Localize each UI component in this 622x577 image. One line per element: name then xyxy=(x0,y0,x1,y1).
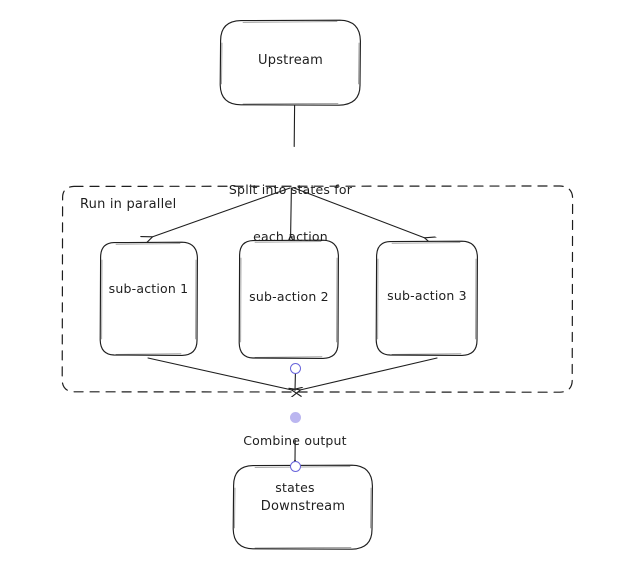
binding-point-combine-icon[interactable] xyxy=(290,363,301,374)
edge-split-to-sub-action-2 xyxy=(291,187,292,236)
binding-point-label-icon[interactable] xyxy=(290,412,301,423)
binding-point-downstream-icon[interactable] xyxy=(290,461,301,472)
node-sub-action-3[interactable] xyxy=(375,240,478,356)
node-upstream[interactable] xyxy=(219,19,361,106)
edge-sub-action-3-to-combine xyxy=(300,357,438,390)
edge-split-to-sub-action-1 xyxy=(152,187,291,237)
node-sub-action-1[interactable] xyxy=(99,241,198,356)
node-downstream[interactable] xyxy=(232,464,373,550)
edge-split-to-sub-action-3 xyxy=(293,187,425,238)
group-run-in-parallel[interactable] xyxy=(61,185,574,393)
edge-sub-action-1-to-combine xyxy=(147,357,292,390)
node-sub-action-2[interactable] xyxy=(238,239,339,359)
